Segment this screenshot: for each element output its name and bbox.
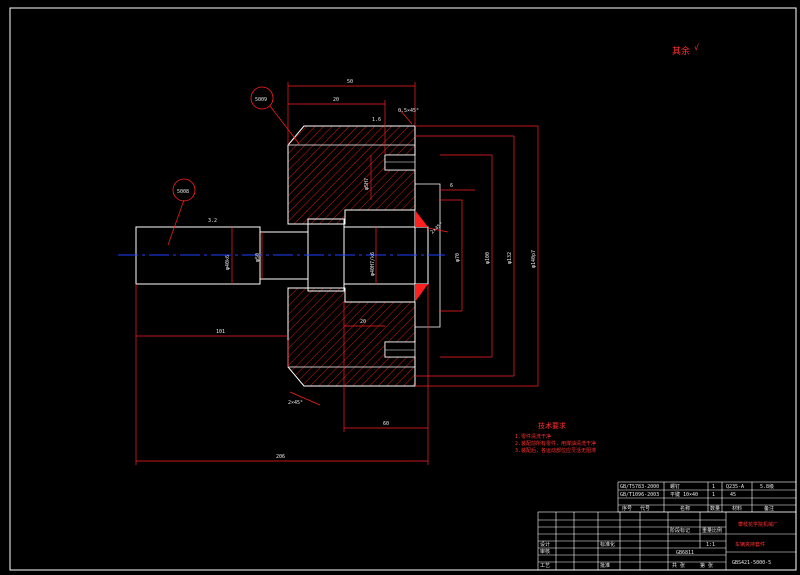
tb-row-cell: Q235-A	[726, 484, 744, 490]
tech-req-title: 技术要求	[538, 421, 566, 430]
tb-part-name: 车辆夹持套件	[735, 541, 765, 548]
tb-row-cell: 1	[712, 492, 715, 498]
callout-label-top: 5009	[255, 97, 267, 103]
callout-label-left: 5008	[177, 189, 189, 195]
tb-company: 攀枝花学院机械厂	[738, 521, 778, 528]
dim-shaft-len: 101	[216, 329, 225, 335]
callout-circle-left	[172, 178, 196, 202]
tech-req-line-3: 3.装配后，各运动部位应灵活无阻滞	[515, 447, 596, 454]
tb-row-cell: 平键 10×40	[670, 491, 698, 498]
dim-dia-outer: φ132	[507, 252, 513, 264]
tech-req-line-2: 2.装配前所有零件，用煤油清洗干净	[515, 440, 596, 447]
tb-sign-cell: 比例	[712, 527, 722, 534]
title-block	[537, 481, 797, 571]
dim-dia-recess: φ100	[485, 252, 491, 264]
dim-dia-pin: φ5H7	[364, 178, 370, 190]
tb-row-cell: 备注	[764, 505, 774, 512]
dim-angle: 6	[450, 183, 453, 189]
tb-row-cell: 1	[712, 484, 715, 490]
tb-row-cell: 材料	[732, 505, 742, 512]
hatch-flange-top	[287, 125, 416, 225]
dim-dia-neck: φ50	[255, 253, 261, 262]
dim-chamfer-top: 0.5×45°	[398, 108, 419, 114]
tb-row-cell: 45	[730, 492, 736, 498]
tb-sign-cell: 阶段标记	[670, 527, 690, 534]
tb-row-cell: GB/T5783-2000	[620, 484, 659, 490]
tb-row-cell: 螺钉	[670, 483, 680, 490]
dim-top-overall: 50	[347, 79, 353, 85]
tb-row-cell: 5.8级	[760, 483, 774, 490]
callout-circle-top	[250, 86, 274, 110]
tb-sign-cell: 重量	[702, 527, 712, 534]
title-block-text: 攀枝花学院机械厂 车辆夹持套件 GBS421-5000-5 GB6811 1:1…	[540, 483, 778, 569]
chamfer-mark-bottom	[415, 284, 428, 302]
dim-rough-1: 3.2	[208, 218, 217, 224]
dim-hub-len: 60	[383, 421, 389, 427]
dim-dia-shaft: φ40k6	[225, 255, 231, 270]
dim-dia-fit: φ140p7	[531, 250, 537, 268]
tb-sign-cell: 审核	[540, 548, 550, 555]
tb-sign-cell: 批准	[600, 562, 610, 569]
dim-chamfer-bore: 2×45°	[429, 221, 444, 235]
dim-rough-2: 1.6	[372, 117, 381, 123]
dim-dia-hole: φ70	[455, 253, 461, 262]
tech-requirements: 技术要求 1.零件清洗干净 2.装配前所有零件，用煤油清洗干净 3.装配后，各运…	[515, 421, 596, 454]
tb-drawing-no: GBS421-5000-5	[732, 560, 771, 566]
tb-row-cell: GB/T1096-2003	[620, 492, 659, 498]
roughness-note: 其余	[672, 45, 690, 57]
dim-dia-bore: φ40H7/k6	[370, 252, 376, 276]
tb-material: GB6811	[676, 550, 694, 556]
tb-scale: 1:1	[706, 542, 715, 548]
hatch-flange-bottom	[287, 287, 416, 387]
dim-top-inner: 20	[333, 97, 339, 103]
tb-row-cell: 序号	[622, 505, 632, 512]
tb-row-cell: 名称	[680, 505, 690, 512]
tech-req-line-1: 1.零件清洗干净	[515, 433, 551, 440]
dimensions	[135, 82, 539, 465]
tb-sign-cell: 共 张	[672, 562, 685, 569]
part-geometry	[118, 125, 445, 387]
tb-sign-cell: 工艺	[540, 563, 550, 569]
tb-row-cell: 数量	[710, 505, 720, 512]
tb-sign-cell: 设计	[540, 541, 550, 548]
tb-sign-cell: 标准化	[600, 541, 615, 548]
dim-bore-depth: 20	[360, 319, 366, 325]
tb-row-cell: 代号	[640, 505, 650, 512]
chamfer-mark-top	[415, 210, 428, 227]
drawing-frame	[9, 7, 797, 571]
roughness-symbol: √	[694, 43, 699, 52]
dim-total-len: 206	[276, 454, 285, 460]
tb-sign-cell: 第 张	[700, 562, 713, 569]
dim-chamfer-bottom: 2×45°	[288, 400, 303, 406]
